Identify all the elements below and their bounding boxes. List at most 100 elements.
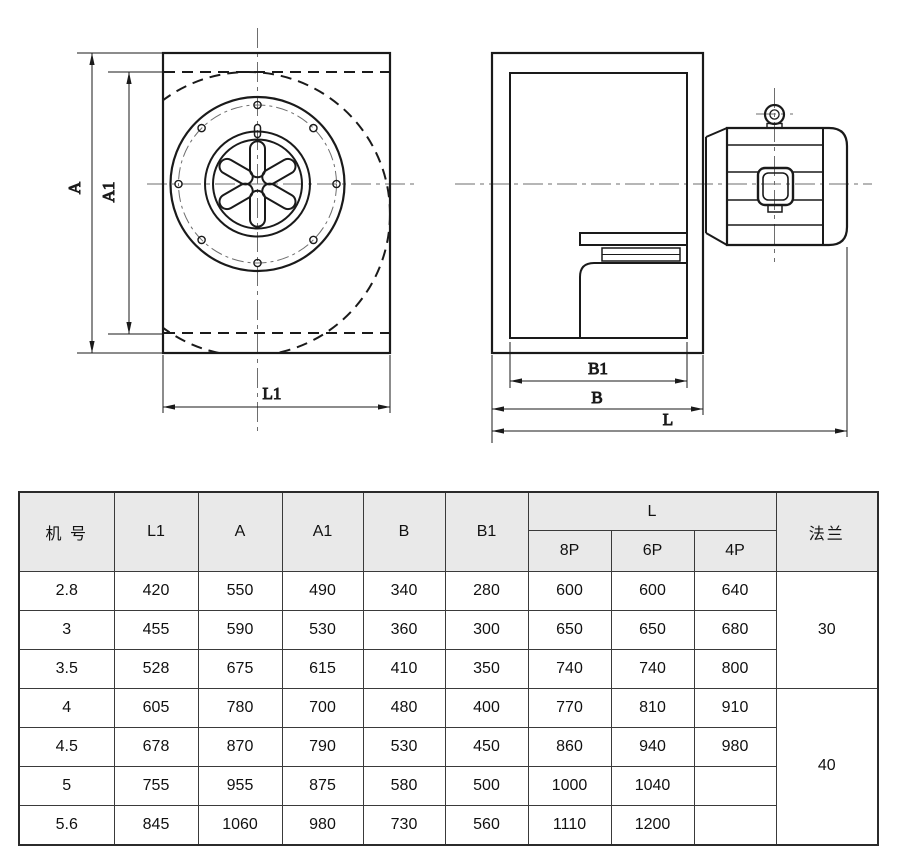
table-cell: 1060 <box>197 805 283 845</box>
bolt-hole <box>309 123 318 133</box>
table-cell <box>693 805 777 845</box>
table-cell: 740 <box>527 649 612 689</box>
table-cell: 300 <box>444 610 529 650</box>
table-cell: 870 <box>197 727 283 767</box>
table-cell: 1200 <box>610 805 695 845</box>
table-cell: 845 <box>113 805 199 845</box>
side-view: B1 B L <box>455 51 872 443</box>
table-cell: 490 <box>281 571 364 611</box>
table-cell: 600 <box>527 571 612 611</box>
dim-label-a: A <box>65 181 84 194</box>
front-centerlines <box>147 28 417 432</box>
dimension-b1 <box>509 342 688 388</box>
dim-label-b1: B1 <box>588 359 608 378</box>
col-header-l1: L1 <box>113 491 199 572</box>
table-cell: 955 <box>197 766 283 806</box>
table-cell: 550 <box>197 571 283 611</box>
table-cell: 340 <box>362 571 446 611</box>
table-cell: 4.5 <box>18 727 115 767</box>
side-housing-inner <box>509 72 688 339</box>
col-header-a: A <box>197 491 283 572</box>
table-cell: 1110 <box>527 805 612 845</box>
col-header-b1: B1 <box>444 491 529 572</box>
table-cell: 400 <box>444 688 529 728</box>
scroll-circle <box>164 71 389 352</box>
fan-housing-outline <box>161 51 392 355</box>
fan-dimension-drawing: A A1 L1 <box>65 28 872 443</box>
table-cell: 530 <box>362 727 446 767</box>
table-cell: 875 <box>281 766 364 806</box>
table-cell: 4 <box>18 688 115 728</box>
table-cell: 640 <box>693 571 777 611</box>
table-cell: 530 <box>281 610 364 650</box>
inlet-collar <box>579 232 688 246</box>
table-cell: 770 <box>527 688 612 728</box>
inlet-circle-inner <box>212 138 303 230</box>
table-cell: 980 <box>281 805 364 845</box>
col-header-b: B <box>362 491 446 572</box>
col-header-4p: 4P <box>693 530 777 572</box>
table-row: 4.5 678 870 790 530 450 860 940 980 <box>18 727 878 767</box>
col-header-machine: 机 号 <box>18 491 115 572</box>
table-cell: 910 <box>693 688 777 728</box>
table-cell: 580 <box>362 766 446 806</box>
table-cell: 740 <box>610 649 695 689</box>
motor-fins <box>727 144 823 226</box>
table-cell: 420 <box>113 571 199 611</box>
impeller-slot <box>261 182 297 211</box>
dimension-a <box>77 52 163 354</box>
inlet-circle-outer <box>204 130 311 238</box>
bolt-circle <box>178 104 337 264</box>
motor-terminal-box-inner <box>762 172 789 201</box>
bolt-hole <box>197 123 206 133</box>
table-cell: 5 <box>18 766 115 806</box>
table-cell: 605 <box>113 688 199 728</box>
table-cell: 600 <box>610 571 695 611</box>
table-cell: 650 <box>527 610 612 650</box>
pedestal <box>579 232 688 338</box>
bolt-holes <box>174 100 341 268</box>
table-row: 3 455 590 530 360 300 650 650 680 <box>18 610 878 650</box>
table-row: 5 755 955 875 580 500 1000 1040 <box>18 766 878 806</box>
table-cell: 678 <box>113 727 199 767</box>
dim-label-l1: L1 <box>263 384 282 403</box>
table-cell: 3.5 <box>18 649 115 689</box>
table-cell <box>693 766 777 806</box>
table-cell: 350 <box>444 649 529 689</box>
motor-terminal-tab <box>767 204 783 213</box>
motor-coupling-flange <box>705 127 728 246</box>
col-header-8p: 8P <box>527 530 612 572</box>
table-cell: 455 <box>113 610 199 650</box>
table-cell: 780 <box>197 688 283 728</box>
col-header-6p: 6P <box>610 530 695 572</box>
table-cell: 680 <box>693 610 777 650</box>
impeller-slot <box>218 157 254 186</box>
bolt-hole <box>197 235 206 245</box>
dimension-spec-table: 机 号 L1 A A1 B B1 L 法兰 8P 6P 4P 2.8 <box>18 491 880 846</box>
table-body: 2.8 420 550 490 340 280 600 600 640 30 3… <box>18 571 879 845</box>
lifting-eyebolt <box>763 103 786 129</box>
table-row: 2.8 420 550 490 340 280 600 600 640 30 <box>18 571 879 689</box>
bolt-hole <box>309 235 318 245</box>
inlet-flange <box>169 95 346 273</box>
table-cell: 800 <box>693 649 777 689</box>
scroll-hidden-lines <box>164 71 389 352</box>
dimension-l1 <box>162 355 391 413</box>
bolt-hole <box>174 179 183 189</box>
table-cell: 860 <box>527 727 612 767</box>
side-centerlines <box>455 88 872 262</box>
impeller-slot <box>249 189 266 228</box>
table-row: 4 605 780 700 480 400 770 810 910 40 <box>18 688 879 845</box>
impeller-slots <box>218 140 297 228</box>
table-cell: 1040 <box>610 766 695 806</box>
table-cell: 5.6 <box>18 805 115 845</box>
table-cell: 980 <box>693 727 777 767</box>
table-cell: 528 <box>113 649 199 689</box>
table-cell: 650 <box>610 610 695 650</box>
table-cell: 360 <box>362 610 446 650</box>
col-header-l-group: L <box>527 491 777 531</box>
spec-table-section: 机 号 L1 A A1 B B1 L 法兰 8P 6P 4P 2.8 <box>18 491 880 846</box>
table-cell: 590 <box>197 610 283 650</box>
dim-label-a1: A1 <box>99 182 118 203</box>
impeller-slot <box>249 140 266 179</box>
